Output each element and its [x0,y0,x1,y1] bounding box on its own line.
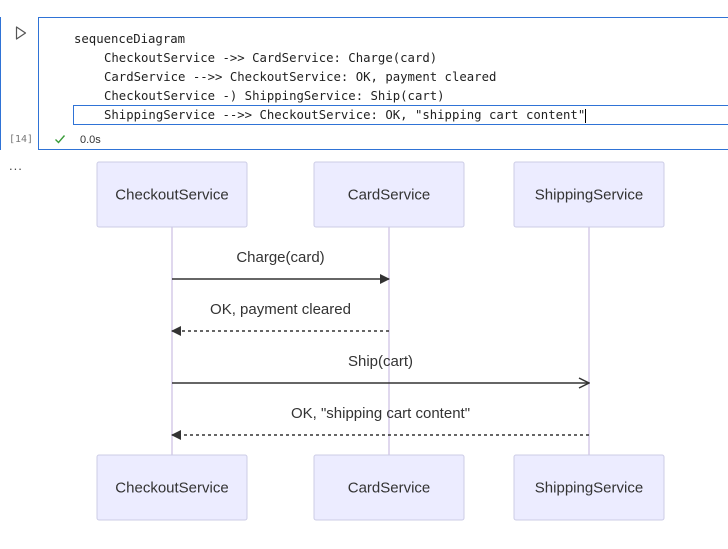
participant-box-bottom [313,454,465,521]
code-line: ShippingService -->> CheckoutService: OK… [104,106,587,125]
participant-box-top [513,161,665,228]
code-line: sequenceDiagram [74,32,186,46]
execution-time: 0.0s [80,134,101,146]
message-label: Ship(cart) [348,353,413,370]
message-label: Charge(card) [236,249,324,266]
participant-box-top [96,161,248,228]
code-line: CardService -->> CheckoutService: OK, pa… [104,70,497,84]
execution-count: [14] [9,134,34,145]
code-editor[interactable]: sequenceDiagram CheckoutService ->> Card… [38,17,728,150]
code-line: CheckoutService -) ShippingService: Ship… [104,89,445,103]
text-cursor [585,108,587,123]
participant-label: ShippingService [535,187,643,204]
message-label: OK, "shipping cart content" [291,405,470,422]
message-label: OK, payment cleared [210,301,351,318]
participant-label: CardService [348,480,431,497]
participant-label: ShippingService [535,480,643,497]
participant-box-top [313,161,465,228]
participant-label: CardService [348,187,431,204]
check-icon [54,132,66,150]
code-line: CheckoutService ->> CardService: Charge(… [104,51,438,65]
output-menu-ellipsis[interactable]: ... [9,158,23,173]
code-line-text: ShippingService -->> CheckoutService: OK… [104,108,586,122]
participant-label: CheckoutService [115,187,228,204]
current-line-highlight [73,105,728,125]
cell-focus-border [0,17,727,150]
participant-box-bottom [96,454,248,521]
play-icon [15,26,27,40]
participant-box-bottom [513,454,665,521]
participant-label: CheckoutService [115,480,228,497]
run-cell-button[interactable] [12,24,30,42]
